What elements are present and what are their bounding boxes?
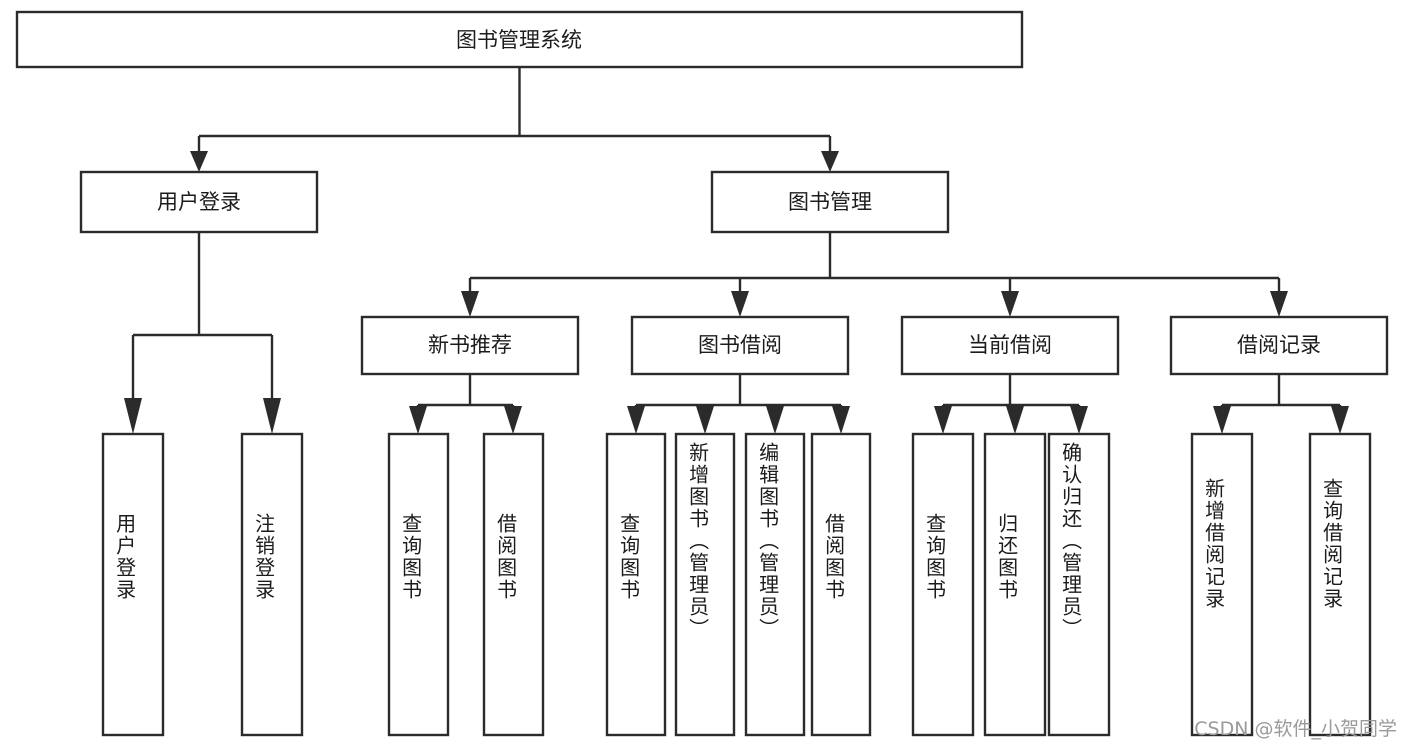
node-root-label: 图书管理系统 (456, 28, 582, 52)
arrow-to-leaf-borrow-book-2 (832, 406, 850, 434)
arrow-to-book-borrow (731, 291, 749, 317)
leaf-boxes-group (101, 432, 1372, 737)
node-book-manage-label: 图书管理 (788, 190, 872, 214)
arrow-to-leaf-query-book-2 (627, 406, 645, 434)
arrow-to-borrow-record (1270, 291, 1288, 317)
node-book-borrow-box[interactable] (630, 315, 850, 376)
node-root[interactable]: 图书管理系统 (15, 10, 1024, 69)
arrow-to-leaf-confirm-return (1070, 406, 1088, 434)
node-borrow-record-box[interactable] (1169, 315, 1389, 376)
arrow-to-current-borrow (1001, 291, 1019, 317)
arrow-to-leaf-borrow-book-1 (504, 406, 522, 434)
node-user-login-box[interactable] (79, 170, 319, 234)
arrow-to-leaf-query-book-1 (409, 406, 427, 434)
node-leaf-add-book-box[interactable] (674, 432, 736, 737)
connector-currentborrow-to-bus (941, 374, 1081, 410)
node-user-login[interactable]: 用户登录 (79, 170, 319, 234)
node-new-book-rec-label: 新书推荐 (428, 333, 512, 357)
arrow-to-new-book-rec (461, 291, 479, 317)
node-book-borrow[interactable]: 图书借阅 (630, 315, 850, 376)
arrow-to-leaf-user-logout (263, 398, 281, 434)
node-leaf-query-book-2-box[interactable] (605, 432, 667, 737)
connector-root-to-bus (197, 67, 832, 155)
node-leaf-query-book-3-box[interactable] (911, 432, 975, 737)
node-current-borrow-box[interactable] (900, 315, 1120, 376)
node-current-borrow[interactable]: 当前借阅 (900, 315, 1120, 376)
arrow-to-leaf-edit-book (766, 406, 784, 434)
connector-newbook-to-bus (416, 374, 515, 410)
arrow-to-leaf-query-record (1331, 406, 1349, 434)
node-leaf-return-book-box[interactable] (983, 432, 1047, 737)
connector-borrowrecord-to-bus (1220, 374, 1342, 410)
arrow-to-user-login (190, 151, 208, 172)
connector-bookborrow-to-bus (634, 374, 843, 410)
node-leaf-user-login-box[interactable] (101, 432, 165, 737)
connector-bookmanage-to-bus (468, 232, 1281, 295)
node-leaf-confirm-return-box[interactable] (1047, 432, 1111, 737)
node-new-book-rec-box[interactable] (360, 315, 580, 376)
node-borrow-record-label: 借阅记录 (1237, 333, 1321, 357)
arrow-to-leaf-add-book (696, 406, 714, 434)
node-new-book-rec[interactable]: 新书推荐 (360, 315, 580, 376)
node-borrow-record[interactable]: 借阅记录 (1169, 315, 1389, 376)
node-leaf-query-record-box[interactable] (1308, 432, 1372, 737)
arrow-to-book-manage (821, 151, 839, 172)
node-leaf-edit-book-box[interactable] (744, 432, 806, 737)
csdn-watermark: CSDN @软件_小贺同学 (1194, 718, 1397, 740)
arrow-to-leaf-add-record (1213, 406, 1231, 434)
node-book-borrow-label: 图书借阅 (698, 333, 782, 357)
arrow-to-leaf-return-book (1006, 406, 1024, 434)
node-leaf-borrow-book-1-box[interactable] (482, 432, 545, 737)
node-leaf-borrow-book-2-box[interactable] (810, 432, 872, 737)
node-leaf-user-logout-box[interactable] (240, 432, 304, 737)
node-current-borrow-label: 当前借阅 (968, 333, 1052, 357)
node-leaf-query-book-1-box[interactable] (387, 432, 450, 737)
connector-userlogin-to-bus (131, 232, 274, 400)
arrow-to-leaf-user-login (124, 398, 142, 434)
node-book-manage-box[interactable] (710, 170, 950, 234)
node-user-login-label: 用户登录 (157, 190, 241, 214)
node-book-manage[interactable]: 图书管理 (710, 170, 950, 234)
connector-group (124, 67, 1349, 434)
node-leaf-add-record-box[interactable] (1190, 432, 1254, 737)
node-root-box[interactable] (15, 10, 1024, 69)
arrow-to-leaf-query-book-3 (934, 406, 952, 434)
